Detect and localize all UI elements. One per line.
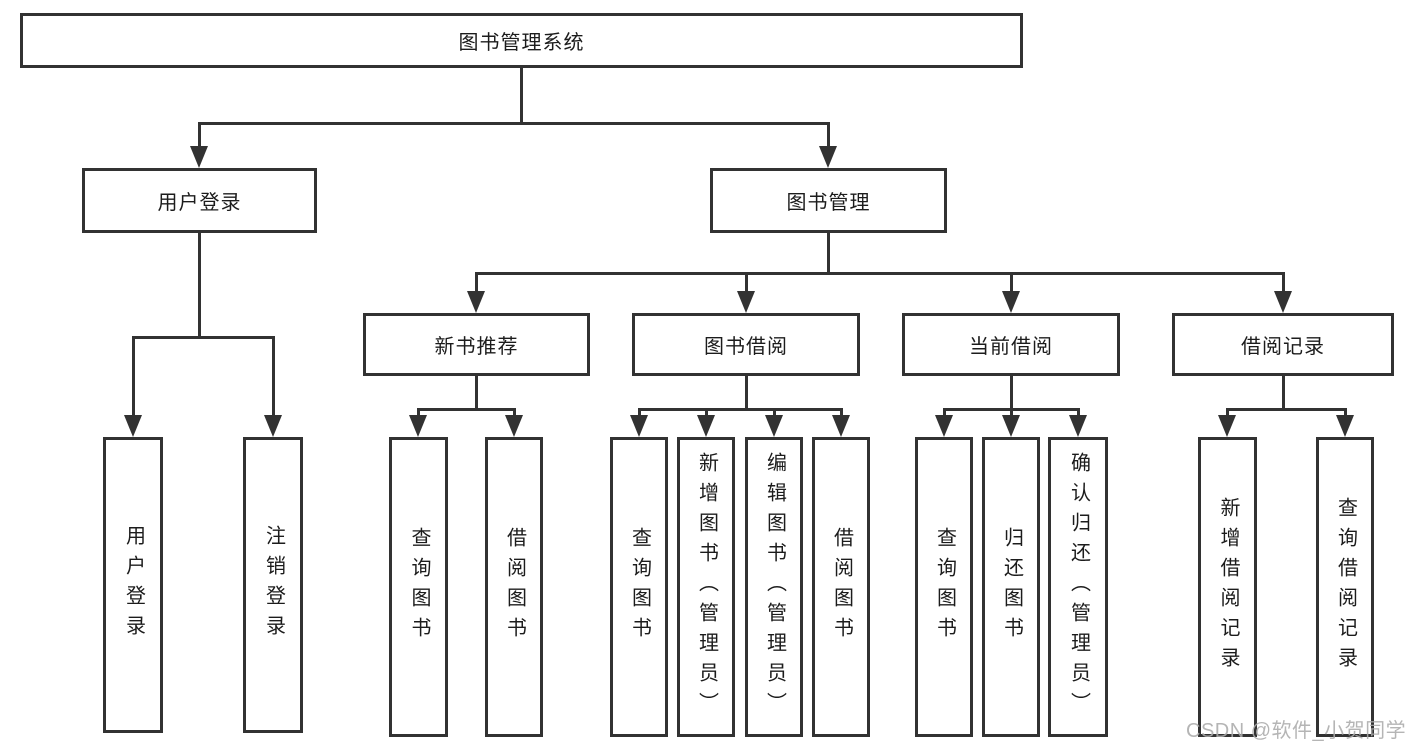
arrowhead-leaf-edit-book (765, 415, 783, 437)
node-leaf-query-book-3: 查询图书 (915, 437, 973, 737)
connector-drop-leaf-return-book (1009, 408, 1013, 416)
connector-elbow-borrow-records (1225, 408, 1347, 411)
connector-drop-leaf-borrow-book-2 (839, 408, 843, 416)
connector-drop-leaf-query-book-3 (942, 408, 946, 416)
node-borrow-records: 借阅记录 (1172, 313, 1394, 376)
connector-drop-book-mgmt (826, 122, 830, 147)
node-current-borrow: 当前借阅 (902, 313, 1120, 376)
node-label-book-borrow: 图书借阅 (704, 336, 788, 358)
connector-stem-book-mgmt (826, 233, 830, 275)
connector-stem-root (519, 68, 523, 125)
connector-stem-book-borrow (744, 376, 748, 411)
node-leaf-add-book: 新增图书（管理员） (677, 437, 735, 737)
arrowhead-leaf-confirm-return (1069, 415, 1087, 437)
connector-stem-borrow-records (1281, 376, 1285, 411)
node-label-leaf-query-book-3: 查询图书 (933, 527, 956, 647)
node-label-leaf-logout: 注销登录 (262, 525, 285, 645)
arrowhead-leaf-query-book-3 (935, 415, 953, 437)
connector-drop-user-login (197, 122, 201, 147)
node-label-borrow-records: 借阅记录 (1241, 336, 1325, 358)
node-leaf-user-login: 用户登录 (103, 437, 163, 733)
connector-stem-new-book-recommend (474, 376, 478, 411)
node-label-root: 图书管理系统 (458, 32, 585, 54)
arrowhead-leaf-borrow-book-1 (505, 415, 523, 437)
node-leaf-query-book-1: 查询图书 (389, 437, 448, 737)
arrowhead-leaf-return-book (1002, 415, 1020, 437)
node-book-borrow: 图书借阅 (632, 313, 860, 376)
connector-drop-leaf-edit-book (772, 408, 776, 416)
node-label-leaf-add-borrow-record: 新增借阅记录 (1217, 497, 1239, 677)
connector-drop-leaf-user-login (131, 336, 135, 416)
node-label-leaf-return-book: 归还图书 (1000, 527, 1023, 647)
node-label-leaf-edit-book: 编辑图书（管理员） (763, 452, 786, 722)
node-root: 图书管理系统 (20, 13, 1023, 68)
arrowhead-book-borrow (737, 291, 755, 313)
csdn-watermark: CSDN @软件_小贺同学 (1186, 720, 1405, 742)
node-leaf-logout: 注销登录 (243, 437, 303, 733)
arrowhead-leaf-user-login (124, 415, 142, 437)
node-leaf-query-book-2: 查询图书 (610, 437, 668, 737)
arrowhead-leaf-add-book (697, 415, 715, 437)
connector-drop-book-borrow (744, 272, 748, 292)
arrowhead-borrow-records (1274, 291, 1292, 313)
node-book-mgmt: 图书管理 (710, 168, 947, 233)
node-leaf-edit-book: 编辑图书（管理员） (745, 437, 803, 737)
connector-elbow-book-mgmt (474, 272, 1285, 275)
connector-drop-leaf-query-book-2 (637, 408, 641, 416)
connector-drop-new-book-recommend (474, 272, 478, 292)
connector-drop-leaf-query-borrow-record (1343, 408, 1347, 416)
node-label-leaf-user-login: 用户登录 (122, 525, 145, 645)
arrowhead-leaf-add-borrow-record (1218, 415, 1236, 437)
node-label-leaf-query-book-1: 查询图书 (408, 527, 430, 647)
connector-drop-current-borrow (1009, 272, 1013, 292)
arrowhead-leaf-logout (264, 415, 282, 437)
connector-drop-leaf-logout (271, 336, 275, 416)
node-label-leaf-query-borrow-record: 查询借阅记录 (1334, 497, 1357, 677)
arrowhead-current-borrow (1002, 291, 1020, 313)
node-leaf-add-borrow-record: 新增借阅记录 (1198, 437, 1257, 737)
connector-drop-leaf-query-book-1 (416, 408, 420, 416)
node-leaf-query-borrow-record: 查询借阅记录 (1316, 437, 1374, 737)
node-new-book-recommend: 新书推荐 (363, 313, 590, 376)
connector-drop-leaf-add-book (704, 408, 708, 416)
node-label-current-borrow: 当前借阅 (969, 336, 1053, 358)
node-label-user-login: 用户登录 (157, 192, 242, 214)
connector-stem-current-borrow (1009, 376, 1013, 411)
arrowhead-book-mgmt (819, 146, 837, 168)
arrowhead-leaf-borrow-book-2 (832, 415, 850, 437)
connector-drop-leaf-borrow-book-1 (512, 408, 516, 416)
node-user-login: 用户登录 (82, 168, 317, 233)
arrowhead-leaf-query-borrow-record (1336, 415, 1354, 437)
node-label-book-mgmt: 图书管理 (786, 192, 871, 214)
connector-elbow-book-borrow (637, 408, 843, 411)
connector-drop-leaf-confirm-return (1076, 408, 1080, 416)
connector-elbow-root (197, 122, 830, 125)
node-leaf-return-book: 归还图书 (982, 437, 1040, 737)
node-leaf-borrow-book-2: 借阅图书 (812, 437, 870, 737)
node-leaf-borrow-book-1: 借阅图书 (485, 437, 543, 737)
node-label-leaf-borrow-book-2: 借阅图书 (830, 527, 853, 647)
arrowhead-leaf-query-book-1 (409, 415, 427, 437)
node-label-leaf-confirm-return: 确认归还（管理员） (1067, 452, 1090, 722)
node-label-leaf-borrow-book-1: 借阅图书 (503, 527, 526, 647)
node-label-new-book-recommend: 新书推荐 (434, 336, 519, 358)
arrowhead-user-login (190, 146, 208, 168)
arrowhead-leaf-query-book-2 (630, 415, 648, 437)
connector-elbow-new-book-recommend (416, 408, 516, 411)
node-leaf-confirm-return: 确认归还（管理员） (1048, 437, 1108, 737)
node-label-leaf-add-book: 新增图书（管理员） (695, 452, 718, 722)
connector-drop-borrow-records (1281, 272, 1285, 292)
connector-stem-user-login (197, 233, 201, 339)
connector-elbow-user-login (131, 336, 275, 339)
connector-drop-leaf-add-borrow-record (1225, 408, 1229, 416)
node-label-leaf-query-book-2: 查询图书 (628, 527, 651, 647)
arrowhead-new-book-recommend (467, 291, 485, 313)
